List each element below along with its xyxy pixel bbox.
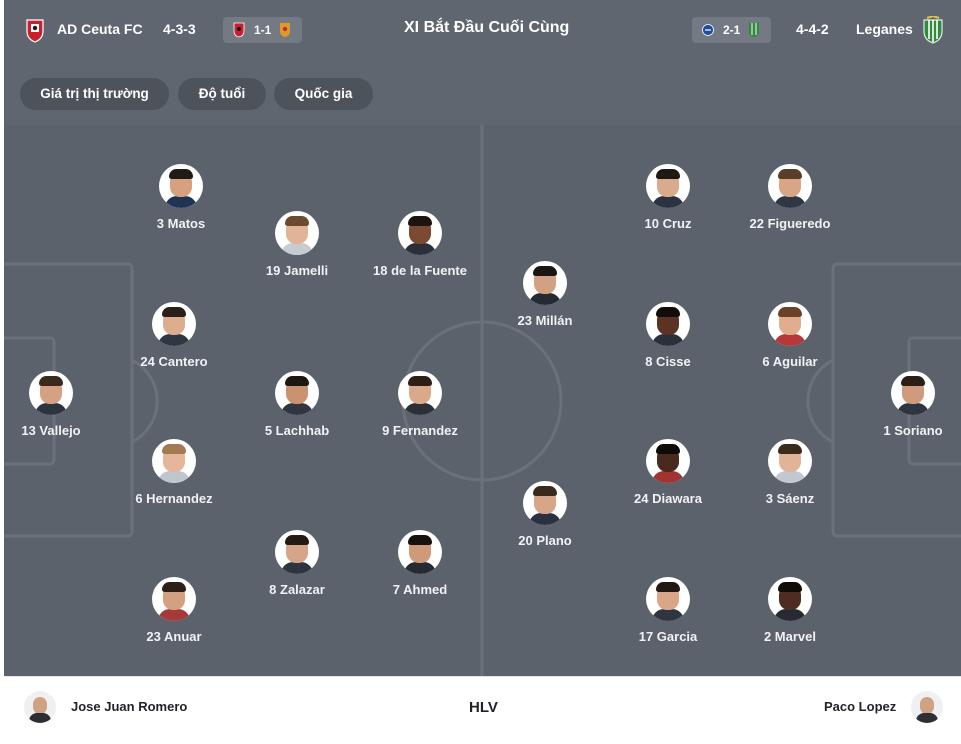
player-avatar[interactable]: [646, 577, 690, 621]
away-player[interactable]: 24 Diawara: [603, 439, 733, 506]
player-avatar[interactable]: [398, 371, 442, 415]
away-player[interactable]: 23 Millán: [480, 261, 610, 328]
ceuta-crest-icon: [233, 22, 245, 38]
coach-label: HLV: [469, 699, 498, 716]
player-name[interactable]: 6 Hernandez: [135, 491, 213, 506]
player-name[interactable]: 24 Cantero: [140, 354, 208, 369]
home-team-name[interactable]: AD Ceuta FC: [57, 21, 143, 37]
player-name[interactable]: 8 Cisse: [645, 354, 691, 369]
player-avatar[interactable]: [768, 577, 812, 621]
coaches-bar: Jose Juan Romero HLV Paco Lopez: [4, 676, 961, 739]
player-name[interactable]: 3 Matos: [156, 216, 206, 231]
filter-age[interactable]: Độ tuổi: [178, 78, 266, 110]
away-player[interactable]: 6 Aguilar: [725, 302, 855, 369]
away-team-name[interactable]: Leganes: [856, 21, 913, 37]
filter-country[interactable]: Quốc gia: [274, 78, 373, 110]
player-avatar[interactable]: [523, 261, 567, 305]
page-title: XI Bắt Đầu Cuối Cùng: [404, 19, 570, 36]
player-name[interactable]: 3 Sáenz: [765, 491, 815, 506]
home-player[interactable]: 18 de la Fuente: [355, 211, 485, 278]
player-avatar[interactable]: [768, 439, 812, 483]
player-avatar[interactable]: [891, 371, 935, 415]
player-avatar[interactable]: [768, 164, 812, 208]
player-avatar[interactable]: [646, 164, 690, 208]
pitch: 3 Matos 19 Jamelli 18 de la Fuente 24 Cante…: [4, 125, 961, 676]
away-previous-score: 2-1: [723, 23, 741, 37]
player-name[interactable]: 1 Soriano: [883, 423, 943, 438]
away-player[interactable]: 2 Marvel: [725, 577, 855, 644]
player-avatar[interactable]: [398, 530, 442, 574]
filter-market-value[interactable]: Giá trị thị trường: [20, 78, 169, 110]
home-player[interactable]: 9 Fernandez: [355, 371, 485, 438]
away-player[interactable]: 8 Cisse: [603, 302, 733, 369]
player-avatar[interactable]: [768, 302, 812, 346]
player-avatar[interactable]: [275, 211, 319, 255]
player-name[interactable]: 7 Ahmed: [392, 582, 448, 597]
player-name[interactable]: 8 Zalazar: [269, 582, 325, 597]
away-player[interactable]: 20 Plano: [480, 481, 610, 548]
away-previous-result[interactable]: 2-1: [692, 17, 771, 43]
player-avatar[interactable]: [275, 530, 319, 574]
player-name[interactable]: 10 Cruz: [644, 216, 692, 231]
home-player[interactable]: 7 Ahmed: [355, 530, 485, 597]
home-previous-result[interactable]: 1-1: [223, 17, 302, 43]
real-sociedad-crest-icon: [702, 24, 714, 36]
home-player[interactable]: 5 Lachhab: [232, 371, 362, 438]
player-avatar[interactable]: [159, 164, 203, 208]
away-team-crest-icon[interactable]: [921, 16, 945, 44]
player-avatar[interactable]: [152, 302, 196, 346]
player-name[interactable]: 19 Jamelli: [265, 263, 329, 278]
player-name[interactable]: 13 Vallejo: [21, 423, 81, 438]
player-name[interactable]: 2 Marvel: [763, 629, 817, 644]
home-coach-avatar[interactable]: [24, 691, 56, 723]
lineup-header: AD Ceuta FC 4-3-3 1-1 XI Bắt Đầu Cuối Cù…: [4, 0, 961, 63]
player-name[interactable]: 17 Garcia: [638, 629, 698, 644]
home-player[interactable]: 13 Vallejo: [4, 371, 116, 438]
home-player[interactable]: 23 Anuar: [109, 577, 239, 644]
away-coach-avatar[interactable]: [911, 691, 943, 723]
away-player[interactable]: 10 Cruz: [603, 164, 733, 231]
away-player[interactable]: 1 Soriano: [848, 371, 961, 438]
home-team-crest-icon[interactable]: [25, 17, 45, 43]
player-avatar[interactable]: [29, 371, 73, 415]
leganes-mini-crest-icon: [749, 23, 759, 37]
player-avatar[interactable]: [646, 302, 690, 346]
player-name[interactable]: 22 Figueredo: [749, 216, 831, 231]
player-avatar[interactable]: [275, 371, 319, 415]
player-avatar[interactable]: [646, 439, 690, 483]
away-coach-name[interactable]: Paco Lopez: [824, 699, 897, 714]
player-avatar[interactable]: [398, 211, 442, 255]
home-player[interactable]: 19 Jamelli: [232, 211, 362, 278]
player-avatar[interactable]: [152, 439, 196, 483]
player-name[interactable]: 23 Anuar: [146, 629, 202, 644]
player-name[interactable]: 20 Plano: [518, 533, 572, 548]
home-player[interactable]: 6 Hernandez: [109, 439, 239, 506]
away-player[interactable]: 17 Garcia: [603, 577, 733, 644]
player-name[interactable]: 23 Millán: [517, 313, 573, 328]
home-player[interactable]: 24 Cantero: [109, 302, 239, 369]
player-name[interactable]: 9 Fernandez: [382, 423, 458, 438]
away-formation: 4-4-2: [796, 21, 829, 37]
player-name[interactable]: 5 Lachhab: [264, 423, 330, 438]
player-avatar[interactable]: [523, 481, 567, 525]
home-coach-name[interactable]: Jose Juan Romero: [71, 699, 188, 714]
player-name[interactable]: 6 Aguilar: [762, 354, 818, 369]
home-player[interactable]: 8 Zalazar: [232, 530, 362, 597]
away-player[interactable]: 22 Figueredo: [725, 164, 855, 231]
player-avatar[interactable]: [152, 577, 196, 621]
home-previous-score: 1-1: [254, 23, 272, 37]
player-name[interactable]: 24 Diawara: [634, 491, 702, 506]
home-formation: 4-3-3: [163, 21, 196, 37]
player-name[interactable]: 18 de la Fuente: [373, 263, 467, 278]
opponent-crest-icon: [280, 23, 290, 37]
away-player[interactable]: 3 Sáenz: [725, 439, 855, 506]
home-player[interactable]: 3 Matos: [116, 164, 246, 231]
filter-bar: Giá trị thị trường Độ tuổi Quốc gia: [4, 62, 961, 125]
